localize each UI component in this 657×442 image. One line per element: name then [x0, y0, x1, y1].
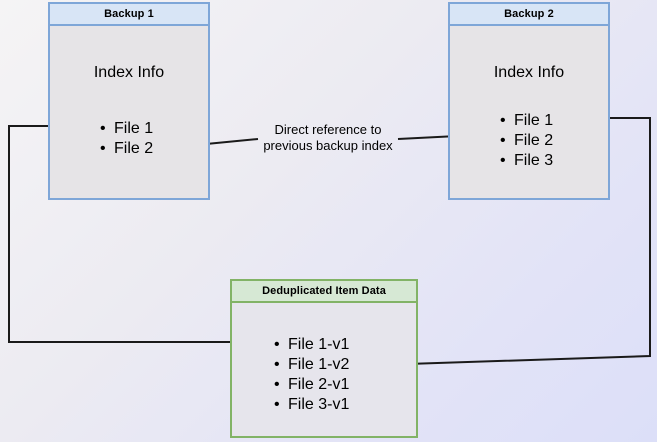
- edge-label-line-1: Direct reference to: [274, 122, 382, 137]
- list-item: File 2: [100, 139, 153, 159]
- list-item: File 3-v1: [274, 395, 349, 415]
- list-item: File 1: [500, 111, 553, 131]
- list-item: File 2: [500, 131, 553, 151]
- dedup-file-list: File 1-v1 File 1-v2 File 2-v1 File 3-v1: [274, 335, 349, 415]
- backup-2-index-info-label: Index Info: [493, 64, 565, 81]
- node-dedup-body: File 1-v1 File 1-v2 File 2-v1 File 3-v1: [232, 303, 416, 436]
- node-backup-2[interactable]: Backup 2 Index Info File 1 File 2 File 3: [448, 2, 610, 200]
- node-dedup-header: Deduplicated Item Data: [232, 281, 416, 303]
- backup-1-index-info-label: Index Info: [93, 64, 165, 81]
- node-backup-1-body: Index Info File 1 File 2: [50, 26, 208, 198]
- edge-label-direct-reference: Direct reference to previous backup inde…: [248, 122, 408, 154]
- node-backup-2-body: Index Info File 1 File 2 File 3: [450, 26, 608, 198]
- node-backup-2-header: Backup 2: [450, 4, 608, 26]
- backup-1-file-list: File 1 File 2: [100, 119, 153, 159]
- list-item: File 1: [100, 119, 153, 139]
- node-deduplicated-item-data[interactable]: Deduplicated Item Data File 1-v1 File 1-…: [230, 279, 418, 438]
- list-item: File 1-v1: [274, 335, 349, 355]
- edge-label-line-2: previous backup index: [263, 138, 393, 153]
- list-item: File 2-v1: [274, 375, 349, 395]
- node-backup-1-header: Backup 1: [50, 4, 208, 26]
- backup-2-file-list: File 1 File 2 File 3: [500, 111, 553, 171]
- node-backup-1[interactable]: Backup 1 Index Info File 1 File 2: [48, 2, 210, 200]
- list-item: File 1-v2: [274, 355, 349, 375]
- list-item: File 3: [500, 151, 553, 171]
